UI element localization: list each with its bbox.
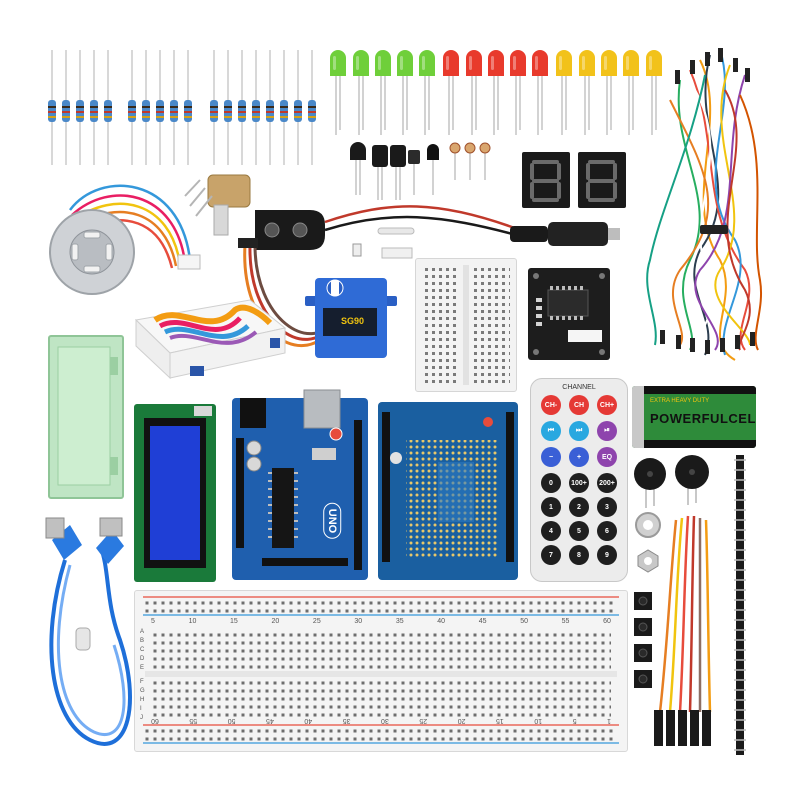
bb-top-num: 45 (478, 618, 487, 625)
bb-top-num: 50 (520, 618, 528, 625)
remote-key-6[interactable]: 6 (597, 521, 617, 541)
remote-key-ch-minus[interactable]: CH- (541, 395, 561, 415)
remote-key-ch-plus[interactable]: CH+ (597, 395, 617, 415)
bb-top-num: 20 (271, 618, 280, 625)
bb-bottom-num: 5 (572, 717, 577, 724)
bb-top-num: 30 (354, 618, 363, 625)
bb-top-num: 15 (230, 618, 238, 625)
bb-row-label: I (140, 706, 142, 712)
remote-key-9[interactable]: 9 (597, 545, 617, 565)
lcd-1602-module (134, 404, 216, 582)
breadboard-bottom-numbers: 1 5 10 15 20 25 30 35 40 45 50 55 60 (151, 714, 611, 724)
servo-label: SG90 (341, 316, 365, 326)
bb-row-label: G (140, 688, 145, 694)
bb-row-label: D (140, 656, 145, 662)
bb-bottom-num: 20 (457, 717, 466, 724)
9v-battery: EXTRA HEAVY DUTY POWERFULCELL (632, 386, 756, 448)
bb-top-num: 10 (188, 618, 197, 625)
bb-top-num: 55 (561, 618, 570, 625)
remote-title: CHANNEL (562, 384, 596, 391)
bb-bottom-num: 1 (607, 717, 611, 724)
bb-bottom-num: 35 (342, 717, 351, 724)
bb-row-label: A (140, 629, 145, 635)
bb-row-label: J (140, 715, 143, 721)
remote-key-8[interactable]: 8 (569, 545, 589, 565)
remote-key-next[interactable]: ⏭ (569, 421, 589, 441)
breadboard-top-numbers: 5 10 15 20 25 30 35 40 45 50 55 60 (151, 618, 611, 628)
bb-top-num: 35 (395, 618, 404, 625)
servo-motor: SG90 (305, 278, 397, 360)
bb-row-label: B (140, 638, 145, 644)
bb-row-label: F (140, 679, 144, 685)
remote-key-vol-minus[interactable]: − (541, 447, 561, 467)
remote-key-200-plus[interactable]: 200+ (597, 473, 617, 493)
bb-row-label: E (140, 665, 145, 671)
bb-bottom-num: 30 (381, 717, 389, 724)
remote-key-2[interactable]: 2 (569, 497, 589, 517)
bb-bottom-num: 45 (266, 717, 274, 724)
bb-bottom-num: 15 (496, 717, 504, 724)
remote-key-7[interactable]: 7 (541, 545, 561, 565)
component-storage-box (130, 298, 290, 380)
full-breadboard: 5 10 15 20 25 30 35 40 45 50 55 60 A B C… (134, 590, 628, 752)
battery-label: POWERFULCELL (650, 411, 756, 426)
remote-key-1[interactable]: 1 (541, 497, 561, 517)
bb-top-num: 5 (151, 618, 155, 625)
remote-key-3[interactable]: 3 (597, 497, 617, 517)
breadboard-row-labels-bottom: F G H I J (140, 679, 148, 721)
bb-top-num: 60 (603, 618, 611, 625)
bb-bottom-num: 50 (227, 717, 236, 724)
remote-key-4[interactable]: 4 (541, 521, 561, 541)
bb-bottom-num: 55 (189, 717, 198, 724)
bb-bottom-num: 10 (534, 717, 543, 724)
arduino-uno-board: UNO (232, 389, 368, 580)
bb-bottom-num: 60 (151, 717, 159, 724)
bb-row-label: H (140, 697, 145, 703)
mini-breadboard (415, 258, 517, 392)
bb-top-num: 40 (437, 618, 446, 625)
bb-bottom-num: 25 (419, 717, 428, 724)
bb-top-num: 25 (312, 618, 321, 625)
green-parts-box (48, 335, 124, 499)
battery-sub-label: EXTRA HEAVY DUTY (650, 398, 710, 404)
bb-bottom-num: 40 (304, 717, 313, 724)
remote-key-0[interactable]: 0 (541, 473, 561, 493)
remote-key-vol-plus[interactable]: + (569, 447, 589, 467)
ir-remote-control: CHANNEL CH- CH CH+ ⏮ ⏭ ⏯ − + EQ 0 100+ 2… (530, 378, 628, 582)
bb-row-label: C (140, 647, 145, 653)
remote-key-prev[interactable]: ⏮ (541, 421, 561, 441)
prototype-shield (378, 402, 518, 580)
remote-key-100-plus[interactable]: 100+ (569, 473, 589, 493)
remote-key-ch[interactable]: CH (569, 395, 589, 415)
remote-key-5[interactable]: 5 (569, 521, 589, 541)
breadboard-row-labels-top: A B C D E (140, 629, 148, 671)
stepper-driver-board (528, 268, 610, 360)
remote-key-eq[interactable]: EQ (597, 447, 617, 467)
remote-key-play-pause[interactable]: ⏯ (597, 421, 617, 441)
